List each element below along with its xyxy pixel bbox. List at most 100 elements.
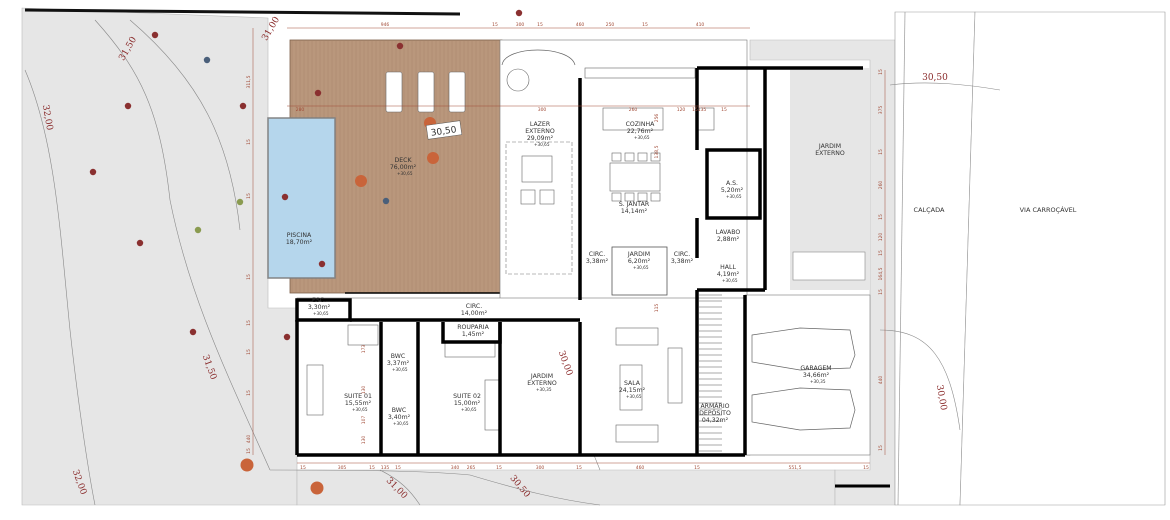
dim-top2: 15: [721, 107, 727, 113]
room-name-circ_left: CIRC.: [589, 251, 605, 258]
car: [751, 327, 856, 371]
room-area-garagem: 34,66m²: [803, 372, 830, 379]
lazer-table: [521, 155, 553, 183]
room-level-jardim: +30,65: [633, 265, 649, 270]
contour-label: 32,00: [40, 104, 54, 131]
sofa-side: [667, 347, 683, 404]
contour-label: 30,50: [922, 73, 948, 83]
dim-top: 460: [576, 22, 585, 28]
room-name-pool: PISCINA: [287, 232, 312, 239]
dim-right: 15: [878, 69, 884, 75]
dim-bottom: 340: [451, 465, 460, 471]
dim-top2: 15: [692, 107, 698, 113]
room-level-jardim_ext_mid: +30,35: [536, 387, 552, 392]
dining-chair: [611, 152, 622, 162]
walls: [295, 66, 863, 457]
tree-dot-large: [310, 481, 324, 495]
pool-edge: [267, 117, 336, 279]
room-name-bwc2: BWC: [392, 407, 406, 414]
tree-dot: [283, 333, 291, 341]
room-name-sala: SALA: [624, 380, 641, 387]
dim-top2: 260: [629, 107, 638, 113]
tree-dot: [239, 102, 247, 110]
dim-right: 15: [878, 445, 884, 451]
room-level-bwc2: +30,65: [393, 421, 409, 426]
dim-left: 15: [246, 390, 252, 396]
dim-right: 15: [878, 289, 884, 295]
room-name-garagem: GARAGEM: [800, 365, 831, 372]
room-name2-lazer: EXTERNO: [525, 128, 555, 135]
planter: [792, 251, 866, 281]
dim-right: 15: [878, 250, 884, 256]
deck-tree: [355, 175, 367, 187]
wardrobe: [347, 324, 379, 346]
tree-dot: [136, 239, 144, 247]
tree-dot: [189, 328, 197, 336]
room-area-as: 5,20m²: [721, 187, 744, 194]
room-area-lavabo: 2,88m²: [717, 236, 740, 243]
room-area-deck: 76,00m²: [390, 164, 417, 171]
room-area-bwc2: 3,40m²: [388, 414, 411, 421]
tree-dot: [236, 198, 244, 206]
lounger: [417, 71, 435, 113]
lazer-outdoor-zone: [505, 141, 573, 275]
dining-chair: [637, 152, 648, 162]
room-area-hall: 4,19m²: [717, 271, 740, 278]
room-area-rouparia: 1,45m²: [462, 331, 485, 338]
wall-esc: [295, 298, 352, 322]
trees: [89, 9, 523, 495]
dim-bottom: 300: [536, 465, 545, 471]
room-area-jardim: 6,20m²: [628, 258, 651, 265]
room-level-lazer: +30,65: [534, 142, 550, 147]
dim-top: 15: [492, 22, 498, 28]
dim-bottom: 135: [381, 465, 390, 471]
dim-left: 15: [246, 448, 252, 454]
lazer-chair: [520, 189, 536, 205]
dining-chair: [624, 152, 635, 162]
kitchen-counter: [584, 67, 696, 79]
dining-chair: [611, 192, 622, 202]
dimension-lines: [252, 27, 886, 464]
room-level-cozinha: +30,65: [634, 135, 650, 140]
deck-tree: [281, 193, 289, 201]
tree-dot: [203, 56, 211, 64]
dim-bottom: 15: [395, 465, 401, 471]
dim-bottom: 305: [338, 465, 347, 471]
dim-left: 440: [246, 435, 252, 444]
room-area-suite1: 15,55m²: [345, 400, 372, 407]
sofa: [615, 327, 659, 346]
tree-dot-large: [240, 458, 254, 472]
dim-bottom: 15: [496, 465, 502, 471]
dim-right: 440: [878, 376, 884, 385]
dim-bottom: 15: [300, 465, 306, 471]
dim-left: 311,5: [246, 75, 252, 88]
lazer-chair: [539, 189, 555, 205]
tree-dot: [89, 168, 97, 176]
dim-right: 15: [878, 214, 884, 220]
lot-top-boundary: [24, 8, 461, 16]
tree-dot: [194, 226, 202, 234]
room-name-cozinha: COZINHA: [626, 121, 656, 128]
dining-chair: [637, 192, 648, 202]
dim-top: 300: [516, 22, 525, 28]
lazer-curve: [501, 49, 576, 66]
room-name-circ_main: CIRC.: [466, 303, 482, 310]
room-level-hall: +30,65: [722, 278, 738, 283]
sun-loungers: [385, 71, 466, 113]
room-area-armario: 04,32m²: [702, 417, 729, 424]
deck-tree: [318, 260, 326, 268]
pool: [267, 117, 336, 279]
dim-bottom: 15: [576, 465, 582, 471]
deck-tree: [314, 89, 322, 97]
dining-table: [609, 162, 661, 192]
room-name2-armario: DEPÓSITO: [699, 408, 731, 417]
room-name-armario: ARMÁRIO: [700, 401, 729, 410]
room-area-circ_main: 14,00m²: [461, 310, 488, 317]
tree-dot: [151, 31, 159, 39]
room-name-jantar: S. JANTAR: [619, 201, 650, 208]
bed-suite-01: [306, 364, 324, 416]
room-name-rouparia: ROUPARIA: [457, 324, 489, 331]
room-area-circ_right: 3,38m²: [671, 258, 694, 265]
dim-right: 375: [878, 106, 884, 115]
dim-suite: 173: [361, 345, 367, 354]
